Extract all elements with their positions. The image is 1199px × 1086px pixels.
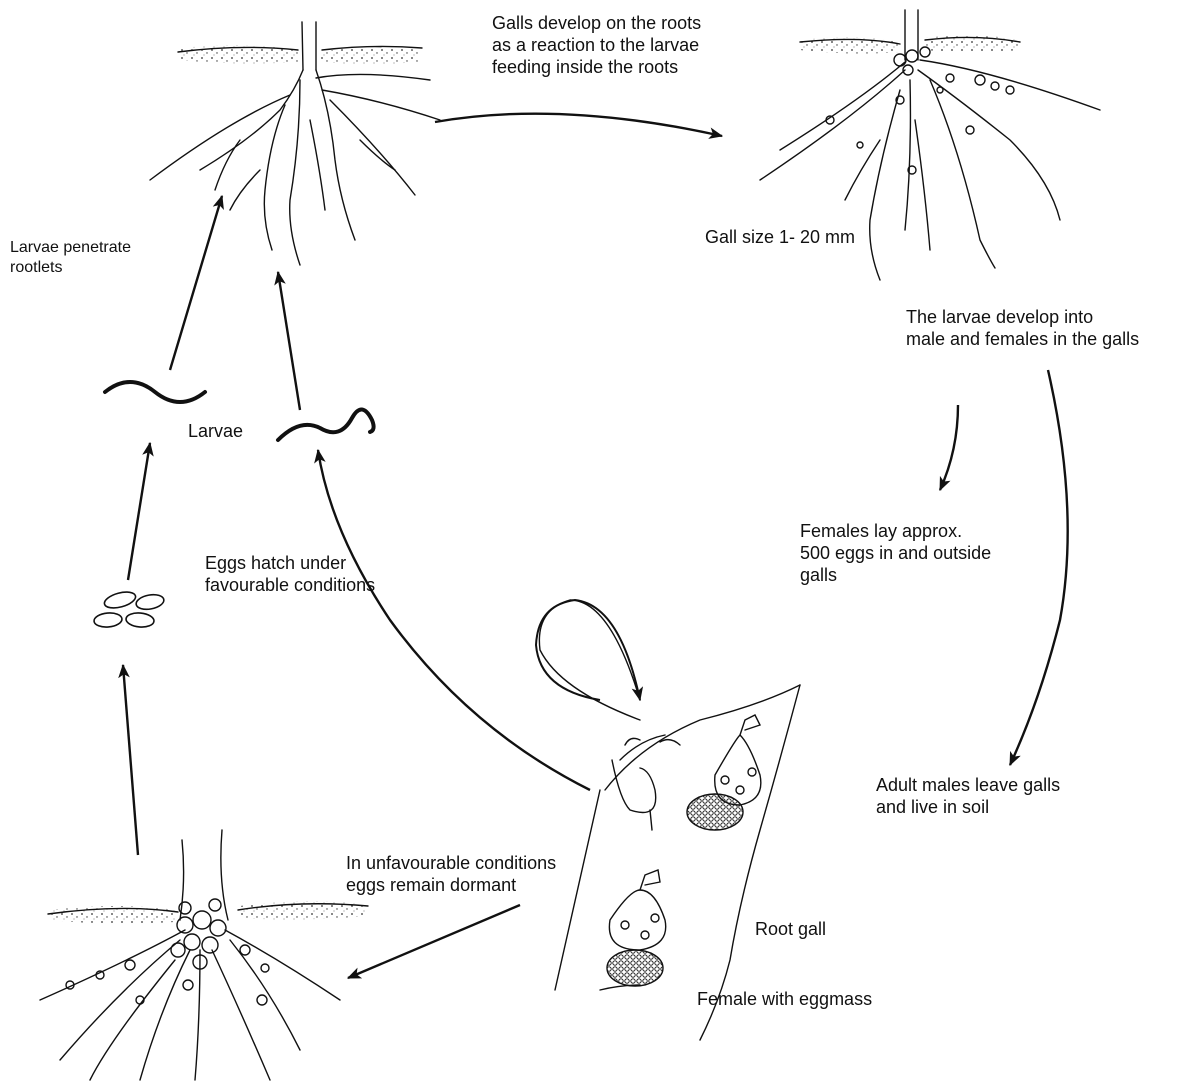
label-larvae-penetrate: Larvae penetrate rootlets <box>10 238 131 278</box>
arrow-dormant <box>348 905 520 978</box>
label-female-eggmass: Female with eggmass <box>697 988 872 1010</box>
larva-right <box>278 409 374 440</box>
label-eggs-hatch: Eggs hatch under favourable conditions <box>205 552 375 596</box>
arrow-gall-to-larvae <box>318 450 590 790</box>
label-root-gall: Root gall <box>755 918 826 940</box>
dormant-root-system <box>40 830 368 1080</box>
arrow-males-to-soil <box>1010 370 1068 765</box>
arrow-eggs-to-larvae <box>128 443 150 580</box>
healthy-root-system <box>150 22 440 265</box>
eggs <box>93 589 165 628</box>
label-galls-develop: Galls develop on the roots as a reaction… <box>492 12 701 78</box>
larva-left <box>105 382 205 402</box>
label-adult-males: Adult males leave galls and live in soil <box>876 774 1060 818</box>
arrow-larvae-penetrate-right <box>278 272 300 410</box>
label-larvae-develop: The larvae develop into male and females… <box>906 306 1139 350</box>
label-gall-size: Gall size 1- 20 mm <box>705 226 855 248</box>
label-females-lay: Females lay approx. 500 eggs in and outs… <box>800 520 991 586</box>
arrow-root-to-eggs <box>123 665 138 855</box>
label-larvae: Larvae <box>188 420 243 442</box>
arrow-roots-to-galls <box>435 114 722 136</box>
label-unfavourable-conditions: In unfavourable conditions eggs remain d… <box>346 852 556 896</box>
arrow-larvae-penetrate-left <box>170 196 222 370</box>
arrow-egg-loop <box>536 600 640 700</box>
arrow-development <box>940 405 958 490</box>
root-gall-illustration <box>539 600 800 1040</box>
